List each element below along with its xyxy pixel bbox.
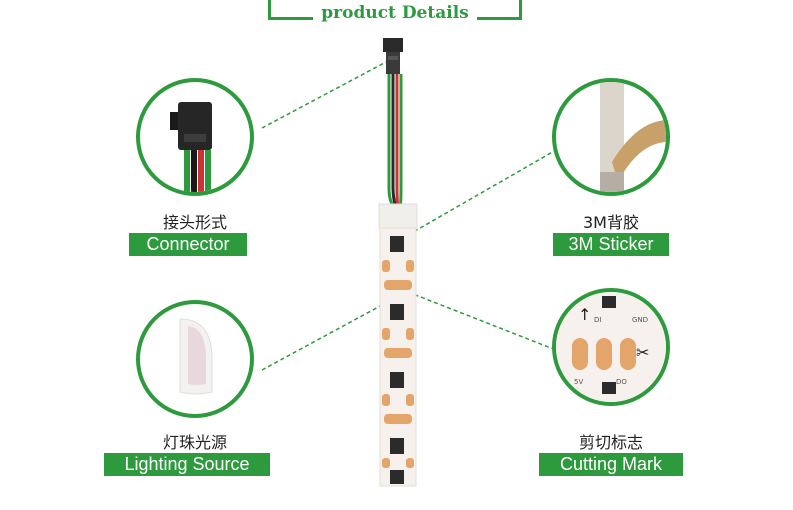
pad-label-gnd: GND bbox=[632, 316, 648, 324]
lighting-source-callout-circle bbox=[136, 300, 254, 418]
svg-text:↑: ↑ bbox=[578, 305, 591, 324]
connector-icon bbox=[170, 102, 212, 192]
sticker-label-en: 3M Sticker bbox=[553, 233, 669, 256]
page-title: product Details bbox=[268, 3, 522, 23]
pad-label-di: DI bbox=[594, 316, 601, 324]
cutting-mark-callout-circle: ↑ ✂ 5V DI DO GND bbox=[552, 288, 670, 406]
connector-callout-circle bbox=[136, 78, 254, 196]
sticker-label-zh: 3M背胶 bbox=[583, 213, 639, 232]
cutting-mark-label-zh: 剪切标志 bbox=[578, 433, 643, 452]
cutting-mark-label-en: Cutting Mark bbox=[539, 453, 683, 476]
pad-label-5v: 5V bbox=[574, 378, 583, 386]
svg-text:✂: ✂ bbox=[636, 343, 649, 362]
lighting-source-label-zh: 灯珠光源 bbox=[162, 433, 227, 452]
connector-label-zh: 接头形式 bbox=[162, 213, 227, 232]
lighting-source-label-en: Lighting Source bbox=[104, 453, 270, 476]
led-bead-icon bbox=[179, 318, 213, 395]
sticker-icon bbox=[600, 82, 666, 192]
cutting-mark-icon: ↑ ✂ 5V DI DO GND bbox=[556, 292, 666, 402]
led-strip-image bbox=[378, 38, 418, 487]
sticker-callout-circle bbox=[552, 78, 670, 196]
pad-label-do: DO bbox=[616, 378, 627, 386]
connector-label-en: Connector bbox=[129, 233, 247, 256]
